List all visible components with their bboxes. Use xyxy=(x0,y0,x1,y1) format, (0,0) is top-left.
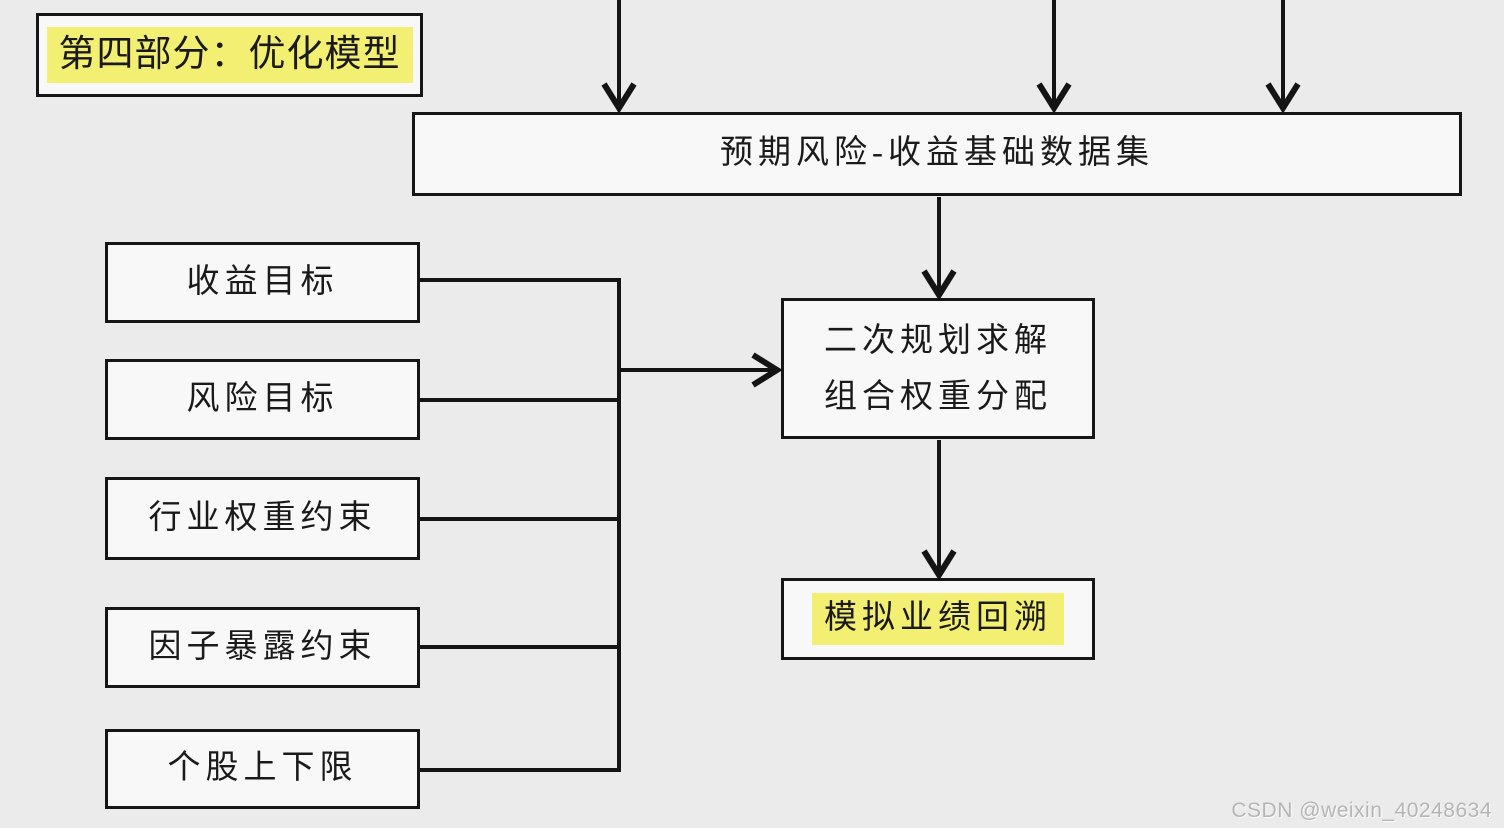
constraint-label: 个股上下限 xyxy=(167,750,358,787)
watermark: CSDN @weixin_40248634 xyxy=(1231,799,1492,822)
constraint-label: 收益目标 xyxy=(186,263,339,300)
backtest-node-label: 模拟业绩回溯 xyxy=(812,593,1064,645)
qp-solver-node: 二次规划求解 组合权重分配 xyxy=(781,298,1095,439)
dataset-to-qp-arrow xyxy=(921,197,957,301)
qp-solver-line1: 二次规划求解 xyxy=(824,322,1052,359)
section-title-label: 第四部分：优化模型 xyxy=(46,26,413,84)
input-arrow-2 xyxy=(1036,0,1072,114)
constraint-node-factor-exposure: 因子暴露约束 xyxy=(105,607,420,688)
constraint-node-return-target: 收益目标 xyxy=(105,242,420,323)
constraint-label: 行业权重约束 xyxy=(148,499,377,536)
qp-solver-line2: 组合权重分配 xyxy=(824,378,1052,415)
constraint-node-risk-target: 风险目标 xyxy=(105,359,420,440)
input-arrow-1 xyxy=(601,0,637,114)
dataset-node-label: 预期风险-收益基础数据集 xyxy=(720,135,1154,172)
input-arrow-3 xyxy=(1265,0,1301,114)
constraint-label: 风险目标 xyxy=(186,380,339,417)
section-title-box: 第四部分：优化模型 xyxy=(36,13,423,97)
dataset-node: 预期风险-收益基础数据集 xyxy=(412,112,1462,196)
constraint-label: 因子暴露约束 xyxy=(148,628,377,665)
qp-solver-label: 二次规划求解 组合权重分配 xyxy=(824,313,1052,425)
qp-to-backtest-arrow xyxy=(921,440,957,581)
constraints-to-qp-arrow xyxy=(619,352,783,388)
constraint-node-industry-weight: 行业权重约束 xyxy=(105,477,420,560)
backtest-node: 模拟业绩回溯 xyxy=(781,578,1095,660)
constraint-node-stock-limits: 个股上下限 xyxy=(105,729,420,809)
